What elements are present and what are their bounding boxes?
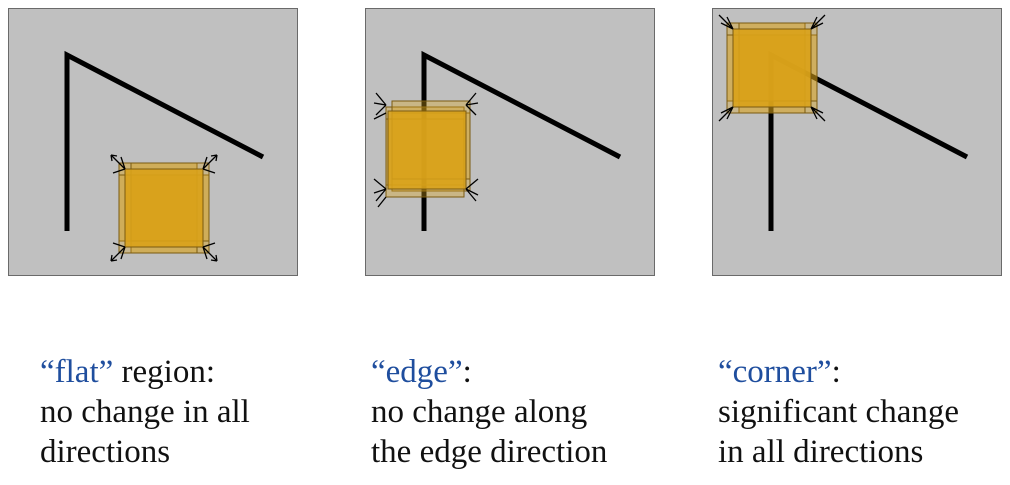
flat-region-illustration <box>64 50 265 262</box>
edge-caption-line-1: no change along <box>371 394 588 430</box>
shifted-windows <box>385 100 471 198</box>
edge-caption: “edge”: no change along the edge directi… <box>371 352 607 472</box>
edge-illustration <box>373 50 622 231</box>
corner-panel <box>712 8 1002 276</box>
flat-caption-line-2: directions <box>40 434 171 470</box>
direction-arrows <box>718 14 826 122</box>
corner-caption-line-2: in all directions <box>718 434 924 470</box>
flat-region-panel <box>8 8 298 276</box>
flat-caption: “flat” region: no change in all directio… <box>40 352 250 472</box>
corner-shape-line <box>64 50 265 231</box>
edge-term: “edge” <box>371 354 463 390</box>
corner-term-suffix: : <box>831 354 841 390</box>
direction-arrows <box>110 154 218 262</box>
corner-caption-line-1: significant change <box>718 394 959 430</box>
shifted-windows <box>726 22 818 114</box>
flat-term: “flat” <box>40 354 114 390</box>
corner-caption: “corner”: significant change in all dire… <box>718 352 959 472</box>
flat-term-suffix: region: <box>113 354 216 390</box>
edge-panel <box>365 8 655 276</box>
edge-caption-line-2: the edge direction <box>371 434 608 470</box>
corner-illustration <box>718 14 969 231</box>
direction-arrows <box>373 92 479 208</box>
edge-term-suffix: : <box>462 354 472 390</box>
corner-term: “corner” <box>718 354 832 390</box>
shifted-windows <box>118 162 210 254</box>
flat-caption-line-1: no change in all <box>40 394 250 430</box>
